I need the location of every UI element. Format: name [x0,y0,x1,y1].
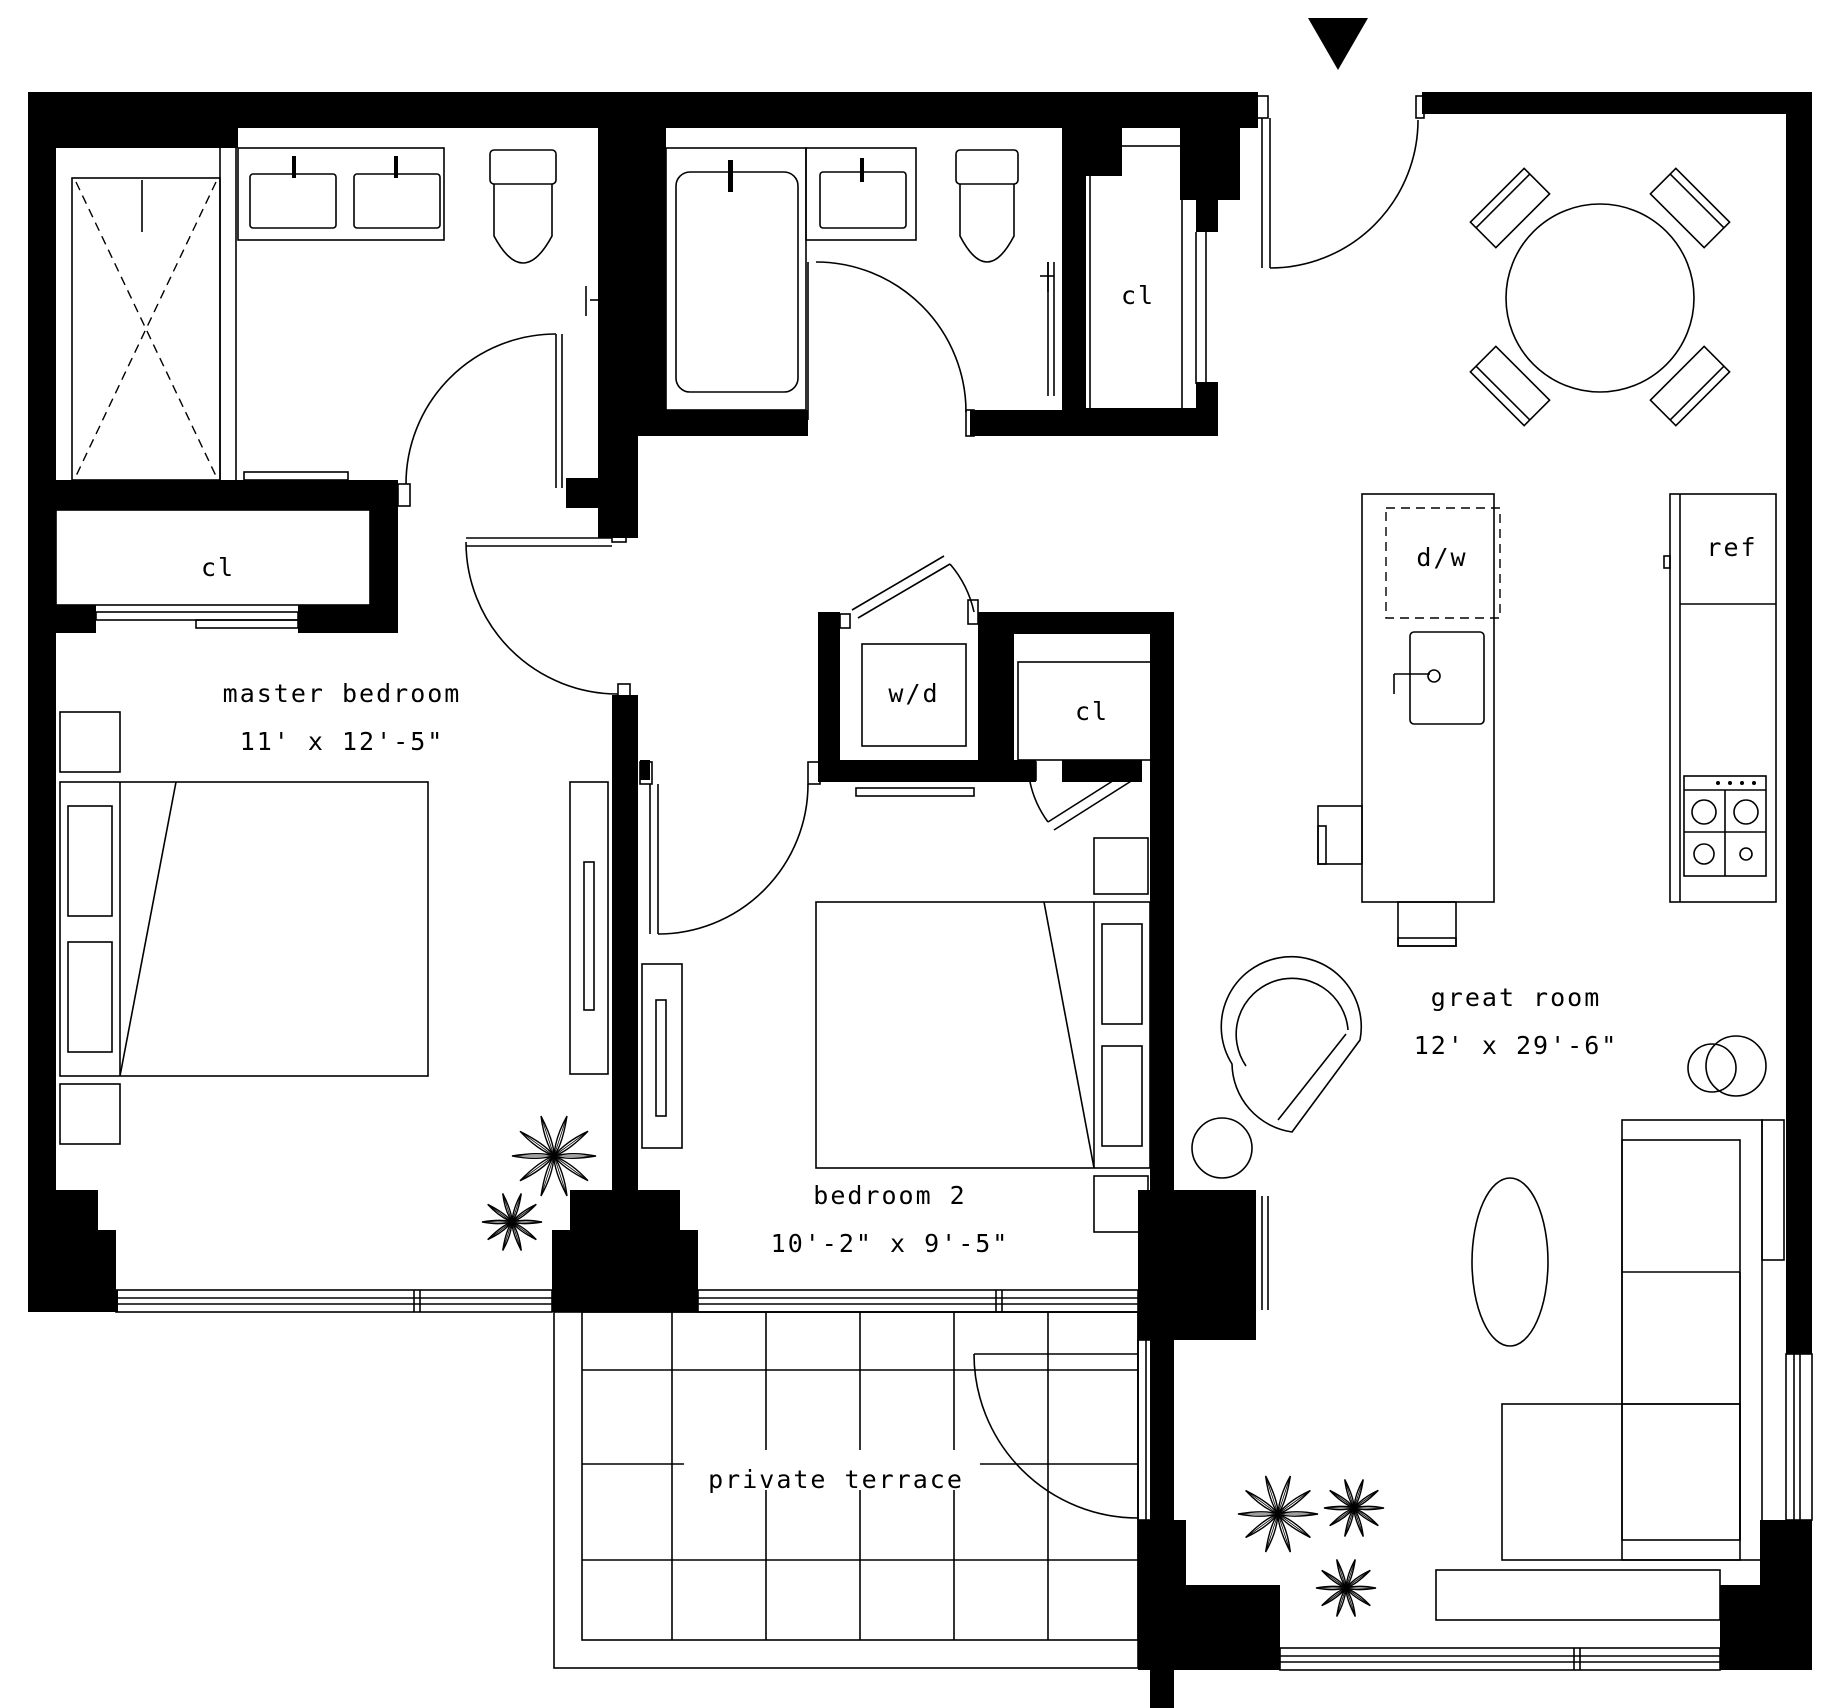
living-area [1191,955,1785,1621]
bedroom-2-name: bedroom 2 [813,1181,966,1210]
plant-icon [481,1115,1385,1617]
closet-label-bath: cl [1121,281,1155,310]
dining-table [1469,167,1731,427]
kitchen [1317,493,1777,947]
refrigerator-label: ref [1706,533,1757,562]
master-bedroom [55,509,631,1145]
laundry [839,555,979,747]
master-bath [71,147,600,508]
master-bedroom-name: master bedroom [223,679,462,708]
second-bath [665,145,1207,437]
closet-label-master: cl [201,553,235,582]
master-bedroom-size: 11' x 12'-5" [240,727,445,756]
plant-icon [511,1115,597,1197]
closet-label-bedroom2: cl [1075,697,1109,726]
plant-icon [1315,1559,1377,1617]
walls [28,92,1812,1708]
great-room-name: great room [1431,983,1602,1012]
private-terrace-name: private terrace [708,1465,964,1494]
bedroom-2 [639,761,1151,1233]
great-room-size: 12' x 29'-6" [1414,1031,1619,1060]
bedroom-2-size: 10'-2" x 9'-5" [771,1229,1010,1258]
closet-bedroom-2 [1017,661,1153,831]
windows [115,1196,1813,1671]
entry-door[interactable] [1255,95,1425,269]
entry-arrow-icon [1308,18,1368,70]
plant-icon [1323,1479,1385,1537]
washer-dryer-label: w/d [888,679,939,708]
plant-icon [1237,1475,1319,1553]
dishwasher-label: d/w [1416,543,1467,572]
private-terrace [553,1311,1139,1669]
plant-icon [481,1193,543,1251]
